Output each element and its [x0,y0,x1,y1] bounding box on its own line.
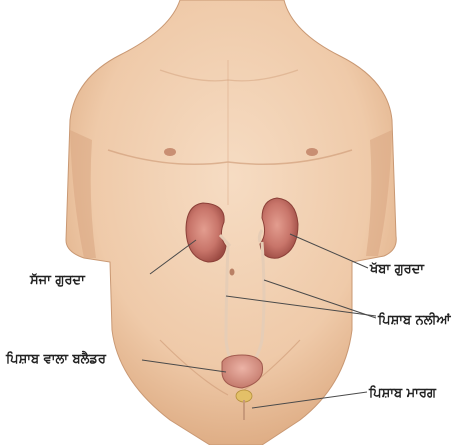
left-nipple [306,148,318,156]
bladder-label: ਪਿਸ਼ਾਬ ਵਾਲਾ ਬਲੈਡਰ [6,352,106,368]
right-nipple [164,148,176,156]
right-kidney-label: ਸੱਜਾ ਗੁਰਦਾ [30,273,85,289]
navel [230,269,235,276]
left-kidney-label: ਖੱਬਾ ਗੁਰਦਾ [370,262,424,278]
urethra-label: ਪਿਸ਼ਾਬ ਮਾਰਗ [369,386,436,402]
ureters-label: ਪਿਸ਼ਾਬ ਨਲੀਆਂ [378,313,451,329]
